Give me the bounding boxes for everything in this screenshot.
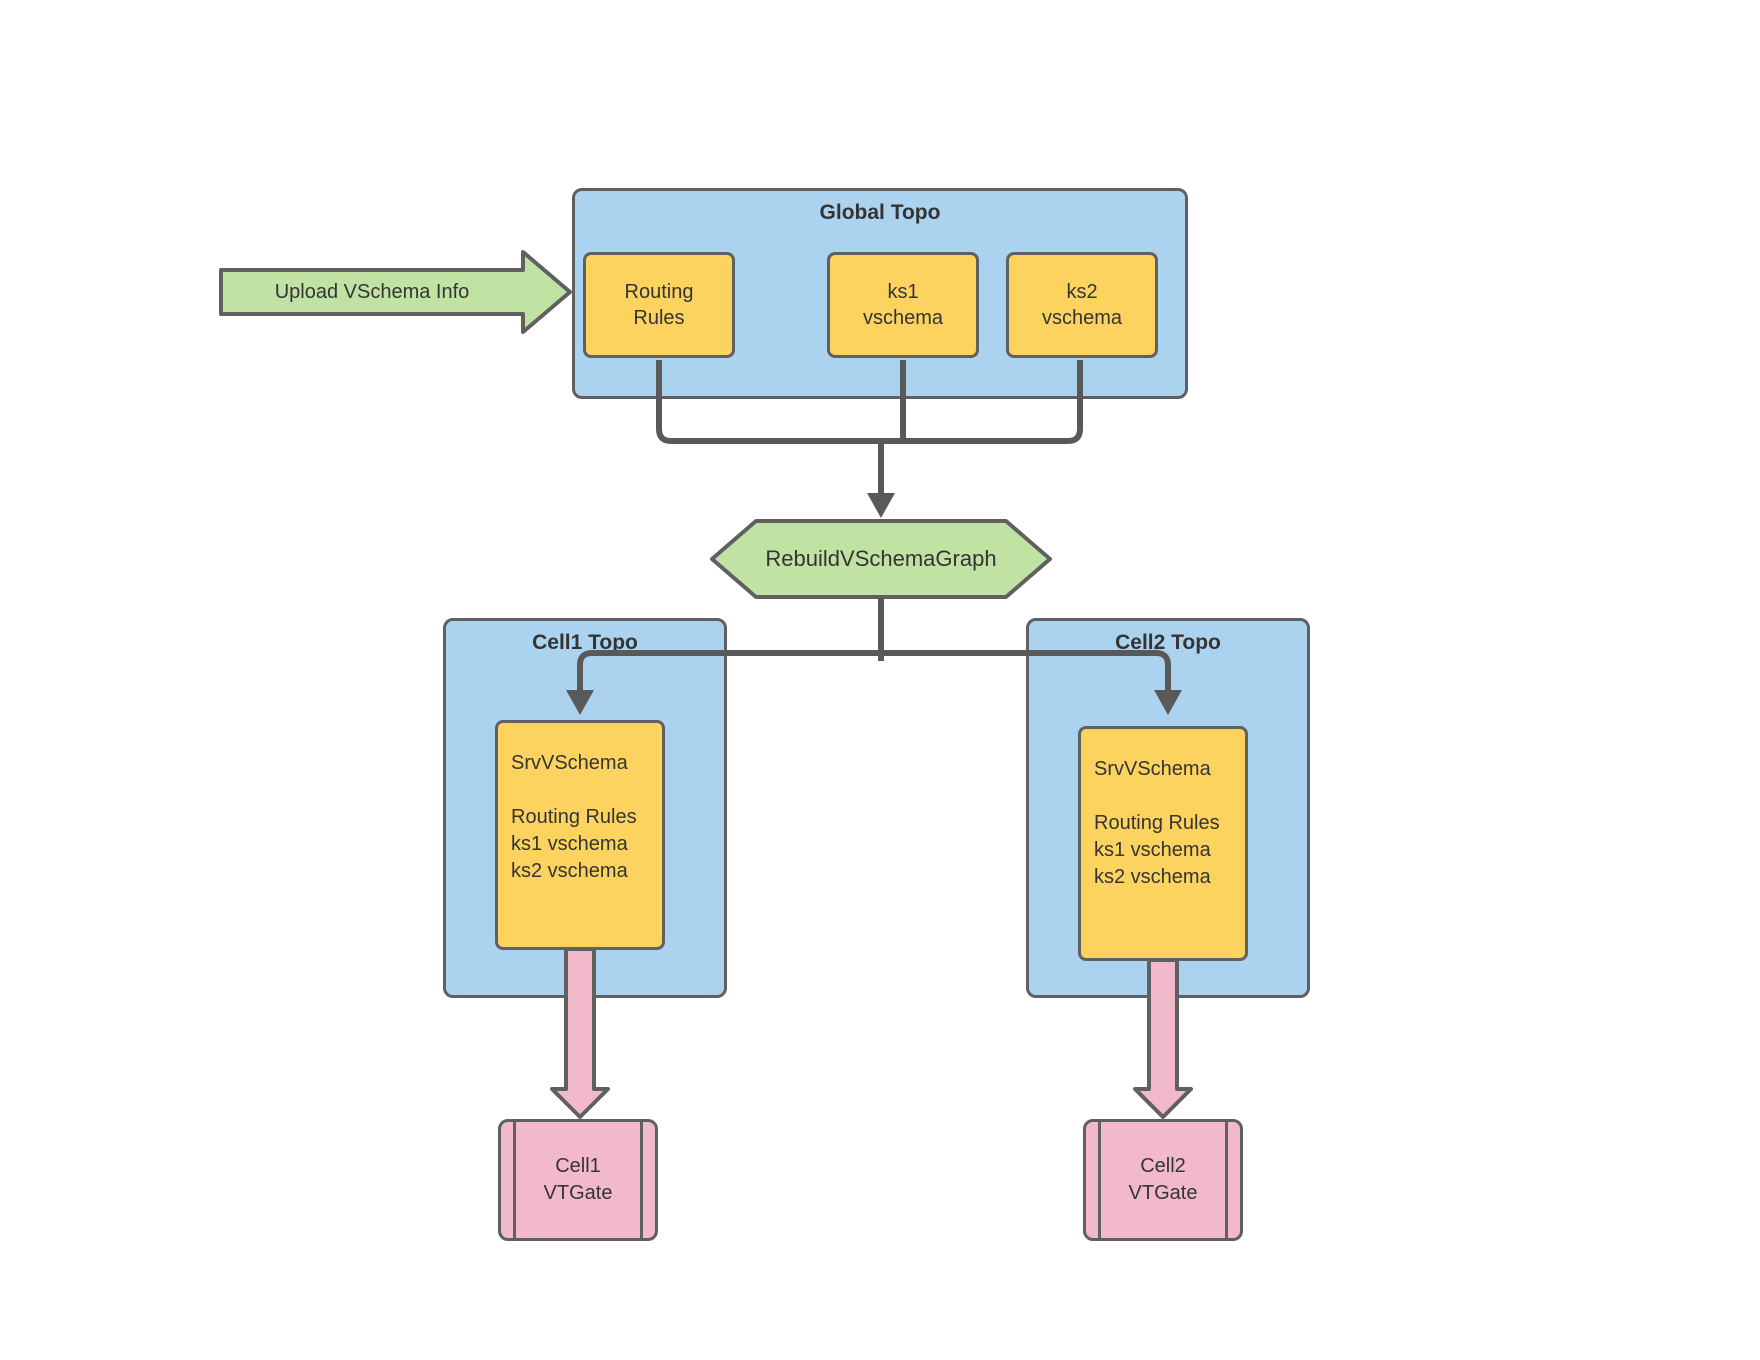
global-junction-line [656,360,1083,444]
node-routing-rules: Routing Rules [583,252,735,358]
cells-junction-line [577,650,1171,692]
upload-vschema-arrow-label: Upload VSchema Info [274,280,470,303]
cell2-vtgate-left-rule [1098,1122,1101,1238]
cell1-vtgate-label: Cell1 VTGate [543,1155,613,1204]
cell2-vtgate-label: Cell2 VTGate [1128,1155,1198,1204]
cell2-vtgate-right-rule [1225,1122,1228,1238]
node-ks2-vschema: ks2 vschema [1006,252,1158,358]
node-ks1-vschema: ks1 vschema [827,252,979,358]
cell2-srv-vschema-node: SrvVSchema Routing Rules ks1 vschema ks2… [1078,726,1248,961]
rebuild-arrowhead [867,493,895,518]
cell2-topo-title: Cell2 Topo [1115,631,1221,654]
global-topo-title: Global Topo [819,201,941,224]
cell2-branch-arrowhead [1154,690,1182,715]
rebuild-hexagon-label: RebuildVSchemaGraph [765,546,997,571]
upload-vschema-arrow-shape [219,250,572,334]
cell1-topo-title: Cell1 Topo [532,631,638,654]
cell1-vtgate-node: Cell1 VTGate [498,1119,658,1241]
cell2-vtgate-node: Cell2 VTGate [1083,1119,1243,1241]
rebuild-hexagon-shape [710,519,1052,599]
cell1-vtgate-arrow [550,947,610,1119]
cell1-vtgate-right-rule [640,1122,643,1238]
cell1-vtgate-left-rule [513,1122,516,1238]
cell1-branch-arrowhead [566,690,594,715]
cell2-vtgate-arrow [1133,958,1193,1119]
